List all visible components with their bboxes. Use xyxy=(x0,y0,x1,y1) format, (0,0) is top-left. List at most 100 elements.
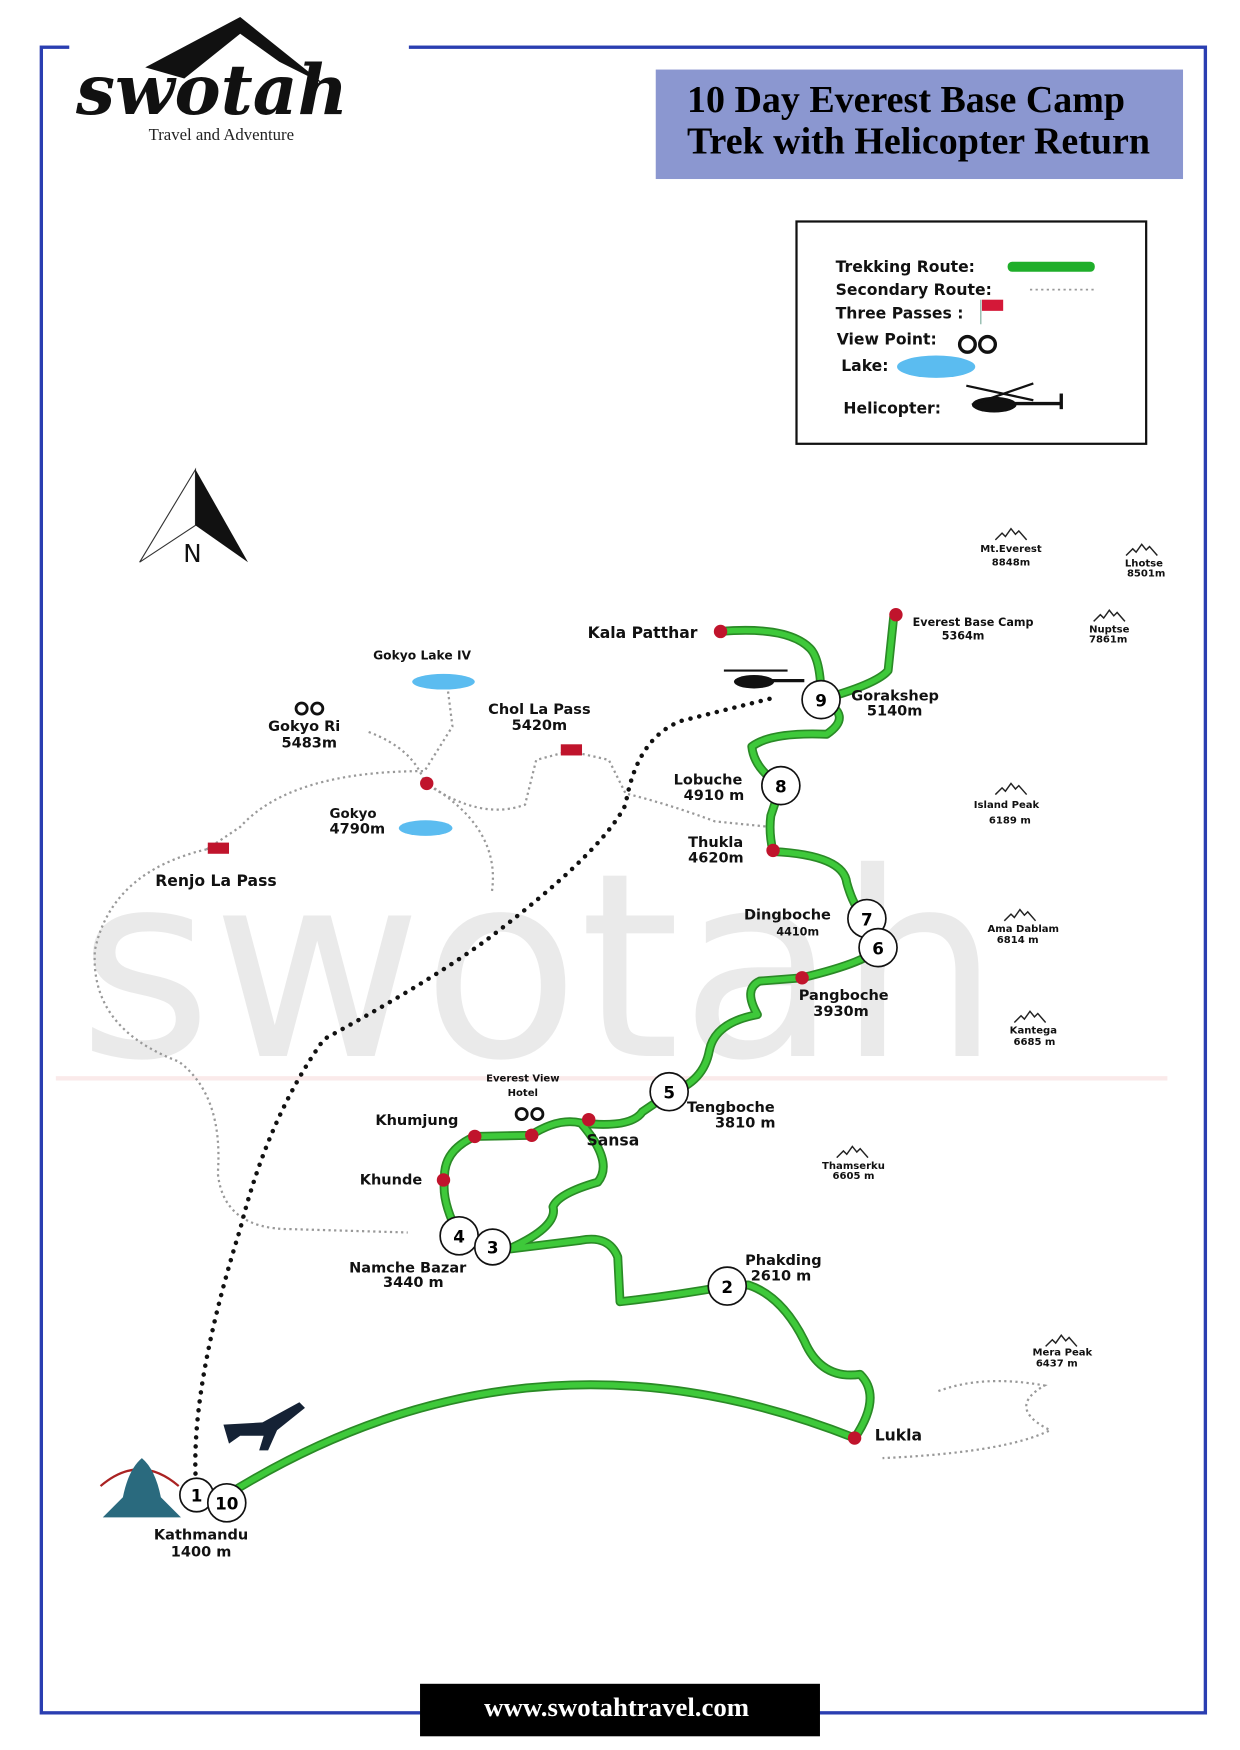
svg-text:Ama Dablam: Ama Dablam xyxy=(988,924,1060,935)
title-line-1: 10 Day Everest Base Camp xyxy=(687,79,1125,121)
svg-text:Island Peak: Island Peak xyxy=(974,800,1040,811)
label-ebc: Everest Base Camp xyxy=(913,616,1034,629)
svg-text:Mera Peak: Mera Peak xyxy=(1033,1347,1093,1358)
label-sansa: Sansa xyxy=(586,1130,639,1149)
svg-text:3: 3 xyxy=(487,1238,499,1258)
svg-text:9: 9 xyxy=(815,690,827,710)
helicopter-route xyxy=(193,696,774,1494)
stop-2: 2 xyxy=(707,1266,748,1306)
stop-8: 8 xyxy=(761,765,801,806)
stop-10: 10 xyxy=(206,1482,247,1523)
label-gokyo-lake: Gokyo Lake IV xyxy=(373,648,471,662)
label-gorakshep: Gorakshep xyxy=(851,689,939,705)
svg-text:8848m: 8848m xyxy=(992,558,1030,569)
legend-view-point: View Point: xyxy=(837,329,937,348)
logo-tagline: Travel and Adventure xyxy=(149,125,294,144)
label-gokyo-alt: 4790m xyxy=(330,822,386,838)
label-tengboche-alt: 3810 m xyxy=(715,1115,776,1131)
label-namche-alt: 3440 m xyxy=(383,1275,444,1291)
label-thukla: Thukla xyxy=(688,835,743,851)
label-lukla: Lukla xyxy=(875,1425,922,1444)
peak-island: Island Peak 6189 m xyxy=(974,782,1040,827)
binoculars-icon xyxy=(294,701,325,716)
label-tengboche: Tengboche xyxy=(687,1100,775,1116)
label-phakding: Phakding xyxy=(745,1253,822,1269)
compass-north-label: N xyxy=(183,539,201,568)
label-pangboche-alt: 3930m xyxy=(813,1004,869,1020)
marker-khunde xyxy=(436,1173,451,1187)
helicopter-icon xyxy=(723,669,805,689)
legend-helicopter: Helicopter: xyxy=(843,399,941,418)
label-ebc-alt: 5364m xyxy=(942,629,985,642)
label-khumjung: Khumjung xyxy=(375,1113,458,1129)
stupa-icon xyxy=(99,1458,181,1518)
gokyo-lake-iv xyxy=(412,673,475,690)
legend-three-passes: Three Passes : xyxy=(836,304,964,323)
svg-text:8: 8 xyxy=(775,776,787,796)
svg-text:4: 4 xyxy=(453,1227,465,1247)
gokyo-lake xyxy=(398,820,453,836)
binoculars-icon xyxy=(957,334,998,354)
svg-text:Thamserku: Thamserku xyxy=(822,1161,885,1172)
svg-text:Kantega: Kantega xyxy=(1010,1026,1057,1037)
label-gokyo-ri: Gokyo Ri xyxy=(268,719,340,735)
marker-gokyo xyxy=(420,776,434,791)
stop-6: 6 xyxy=(858,927,898,968)
title-box: 10 Day Everest Base Camp Trek with Helic… xyxy=(655,69,1184,180)
label-chola: Chol La Pass xyxy=(488,702,590,718)
marker-lukla xyxy=(847,1431,862,1445)
label-kathmandu: Kathmandu xyxy=(154,1528,248,1544)
footer-url[interactable]: www.swotahtravel.com xyxy=(484,1692,749,1722)
legend-trekking-route: Trekking Route: xyxy=(836,257,975,276)
legend-lake: Lake: xyxy=(841,356,888,375)
legend-secondary-route: Secondary Route: xyxy=(836,280,992,299)
svg-text:2: 2 xyxy=(721,1277,733,1297)
svg-text:10: 10 xyxy=(215,1494,238,1514)
watermark-text: swotah xyxy=(78,818,1000,1117)
lake-icon xyxy=(897,355,976,378)
legend-green-line-icon xyxy=(1007,261,1095,272)
svg-text:6: 6 xyxy=(872,938,884,958)
label-gorakshep-alt: 5140m xyxy=(867,703,923,719)
marker-hotel xyxy=(525,1128,539,1142)
stop-9: 9 xyxy=(801,679,841,720)
label-chola-alt: 5420m xyxy=(512,718,568,734)
stop-4: 4 xyxy=(439,1216,479,1256)
svg-text:5: 5 xyxy=(663,1082,675,1102)
marker-pangboche xyxy=(795,971,809,985)
svg-text:Nuptse: Nuptse xyxy=(1089,625,1130,636)
airplane-icon xyxy=(223,1402,305,1451)
label-gokyo-ri-alt: 5483m xyxy=(282,736,338,752)
label-namche: Namche Bazar xyxy=(349,1261,467,1277)
svg-text:6189 m: 6189 m xyxy=(989,816,1031,827)
label-pangboche: Pangboche xyxy=(799,988,889,1004)
flag-icon xyxy=(980,299,1004,325)
label-dingboche-alt: 4410m xyxy=(776,925,819,938)
helicopter-icon xyxy=(966,382,1063,413)
logo-mountain-icon xyxy=(145,17,324,85)
label-thukla-alt: 4620m xyxy=(688,851,744,867)
label-gokyo: Gokyo xyxy=(330,807,377,822)
label-hotel-1: Everest View xyxy=(486,1074,559,1085)
svg-text:8501m: 8501m xyxy=(1127,569,1165,580)
marker-kala-patthar xyxy=(713,624,728,639)
north-arrow-icon: N xyxy=(139,467,248,568)
label-kala-patthar: Kala Patthar xyxy=(588,623,698,642)
svg-text:6437 m: 6437 m xyxy=(1036,1359,1078,1370)
marker-khumjung xyxy=(468,1129,482,1144)
footer: www.swotahtravel.com xyxy=(420,1683,820,1737)
svg-text:Lhotse: Lhotse xyxy=(1125,559,1163,570)
title-line-2: Trek with Helicopter Return xyxy=(687,120,1150,162)
label-lobuche-alt: 4910 m xyxy=(684,788,745,804)
svg-text:7861m: 7861m xyxy=(1089,635,1127,646)
svg-text:6605 m: 6605 m xyxy=(833,1171,875,1182)
watermark: swotah xyxy=(55,818,1168,1117)
